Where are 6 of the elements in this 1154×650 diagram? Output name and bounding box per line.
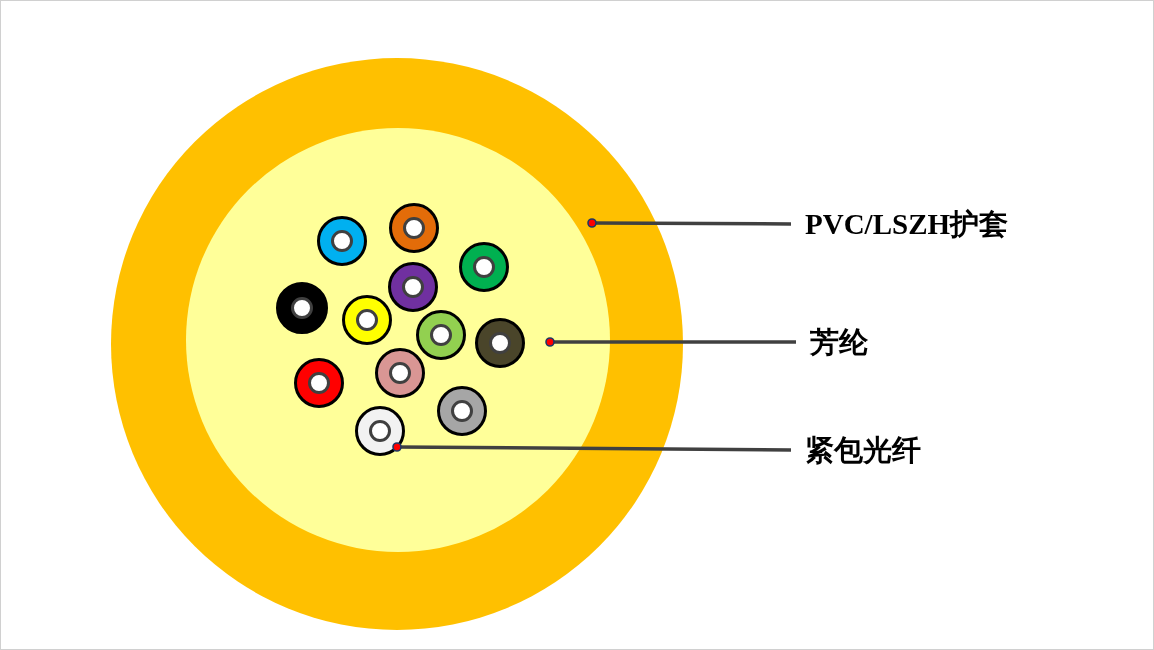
- leader-line: [545, 337, 796, 347]
- callout-label: 芳纶: [810, 324, 868, 360]
- leader-line: [587, 218, 791, 228]
- leader-line: [392, 442, 791, 452]
- callout-label: 紧包光纤: [805, 432, 921, 468]
- callout-label: PVC/LSZH护套: [805, 206, 1009, 242]
